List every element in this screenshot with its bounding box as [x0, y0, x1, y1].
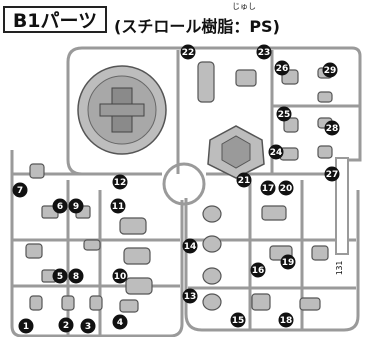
marker-19: 19 — [280, 254, 296, 270]
marker-3: 3 — [80, 318, 96, 334]
marker-5: 5 — [52, 268, 68, 284]
runner-diagram: 13 1 — [10, 44, 362, 337]
marker-8: 8 — [68, 268, 84, 284]
small-parts-left — [25, 163, 153, 313]
marker-13: 13 — [182, 288, 198, 304]
marker-4: 4 — [112, 314, 128, 330]
marker-16: 16 — [250, 262, 266, 278]
svg-text:3: 3 — [85, 322, 91, 332]
svg-text:9: 9 — [73, 202, 79, 212]
hex-armor-part — [207, 125, 265, 179]
svg-text:21: 21 — [238, 176, 251, 186]
svg-text:10: 10 — [114, 272, 127, 282]
marker-21: 21 — [236, 172, 252, 188]
marker-24: 24 — [268, 144, 284, 160]
marker-23: 23 — [256, 44, 272, 60]
svg-text:19: 19 — [282, 258, 295, 268]
svg-text:2: 2 — [63, 321, 69, 331]
svg-text:11: 11 — [112, 202, 125, 212]
svg-text:26: 26 — [276, 64, 289, 74]
runner-center-ring — [162, 162, 206, 206]
marker-12: 12 — [112, 174, 128, 190]
marker-18: 18 — [278, 312, 294, 328]
marker-6: 6 — [52, 198, 68, 214]
marker-20: 20 — [278, 180, 294, 196]
runner-side-tab — [335, 157, 349, 255]
svg-text:28: 28 — [326, 124, 339, 134]
marker-11: 11 — [110, 198, 126, 214]
marker-15: 15 — [230, 312, 246, 328]
svg-text:27: 27 — [326, 170, 339, 180]
runner-code: B1パーツ — [12, 10, 98, 32]
marker-1: 1 — [18, 318, 34, 334]
sheet-header: B1パーツ じゅし (スチロール樹脂：PS) — [0, 0, 369, 40]
marker-17: 17 — [260, 180, 276, 196]
marker-9: 9 — [68, 198, 84, 214]
svg-text:18: 18 — [280, 316, 293, 326]
marker-26: 26 — [274, 60, 290, 76]
svg-text:5: 5 — [57, 272, 63, 282]
svg-text:4: 4 — [117, 318, 123, 328]
svg-text:24: 24 — [270, 148, 283, 158]
furigana-ruby: じゅし — [232, 2, 256, 11]
svg-text:16: 16 — [252, 266, 265, 276]
marker-27: 27 — [324, 166, 340, 182]
svg-text:7: 7 — [17, 186, 23, 196]
marker-22: 22 — [180, 44, 196, 60]
svg-text:6: 6 — [57, 202, 63, 212]
marker-2: 2 — [58, 317, 74, 333]
marker-28: 28 — [324, 120, 340, 136]
round-base-part — [77, 65, 167, 155]
svg-text:20: 20 — [280, 184, 293, 194]
svg-text:12: 12 — [114, 178, 127, 188]
svg-text:29: 29 — [324, 66, 337, 76]
svg-text:25: 25 — [278, 110, 291, 120]
svg-text:23: 23 — [258, 48, 271, 58]
marker-25: 25 — [276, 106, 292, 122]
svg-text:1: 1 — [23, 322, 29, 332]
marker-7: 7 — [12, 182, 28, 198]
svg-text:15: 15 — [232, 316, 245, 326]
material-label: (スチロール樹脂：PS) — [114, 17, 280, 36]
marker-14: 14 — [182, 238, 198, 254]
svg-text:17: 17 — [262, 184, 275, 194]
marker-29: 29 — [322, 62, 338, 78]
marker-10: 10 — [112, 268, 128, 284]
runner-code-box: B1パーツ — [3, 6, 107, 33]
svg-text:22: 22 — [182, 48, 195, 58]
side-label: 131 — [335, 261, 344, 276]
svg-text:14: 14 — [184, 242, 197, 252]
svg-text:8: 8 — [73, 272, 79, 282]
svg-text:13: 13 — [184, 292, 197, 302]
small-parts-right — [197, 61, 333, 311]
